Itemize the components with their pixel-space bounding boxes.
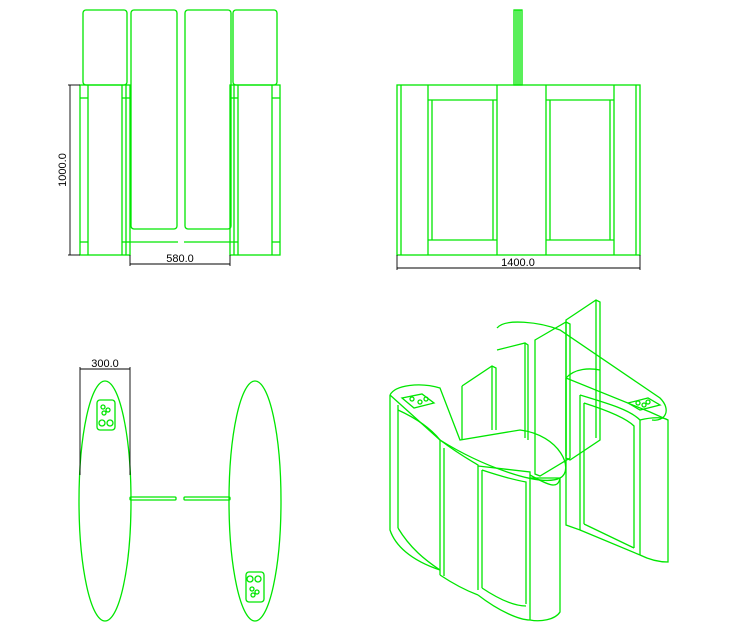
front-width-dimension-label: 580.0 — [166, 253, 194, 265]
top-view: 300.0 — [78, 358, 282, 622]
top-wing-right — [183, 496, 231, 501]
top-cabinet-left — [78, 380, 132, 622]
iso-glass-panels — [461, 299, 601, 477]
iso-card-reader-front — [400, 393, 436, 409]
top-width-dimension: 300.0 — [79, 358, 131, 475]
front-width-dimension: 580.0 — [129, 253, 231, 266]
iso-view — [389, 299, 669, 622]
side-width-dimension: 1400.0 — [396, 255, 641, 270]
side-width-dimension-label: 1400.0 — [501, 257, 535, 269]
top-card-reader-right — [245, 571, 265, 603]
front-glass-panel-inner-left — [130, 9, 178, 230]
front-cabinet-right — [184, 84, 281, 256]
iso-cabinet-front — [389, 384, 567, 622]
front-height-dimension-label: 1000.0 — [57, 153, 69, 187]
front-glass-panel-outer-left — [82, 9, 128, 86]
front-glass-panel-inner-right — [184, 9, 232, 230]
front-cabinet-left — [79, 84, 178, 256]
front-view: 1000.0 580.0 — [57, 9, 281, 266]
side-body — [396, 84, 641, 256]
front-height-dimension: 1000.0 — [57, 84, 80, 256]
top-cabinet-right — [228, 380, 282, 622]
top-width-dimension-label: 300.0 — [91, 358, 119, 370]
side-view: 1400.0 — [396, 9, 641, 270]
side-glass-edge — [513, 9, 523, 86]
front-glass-panel-outer-right — [232, 9, 278, 86]
iso-card-reader-back — [626, 397, 662, 411]
top-card-reader-left — [96, 399, 116, 431]
iso-cabinet-back — [496, 321, 669, 563]
top-wing-left — [129, 496, 177, 501]
